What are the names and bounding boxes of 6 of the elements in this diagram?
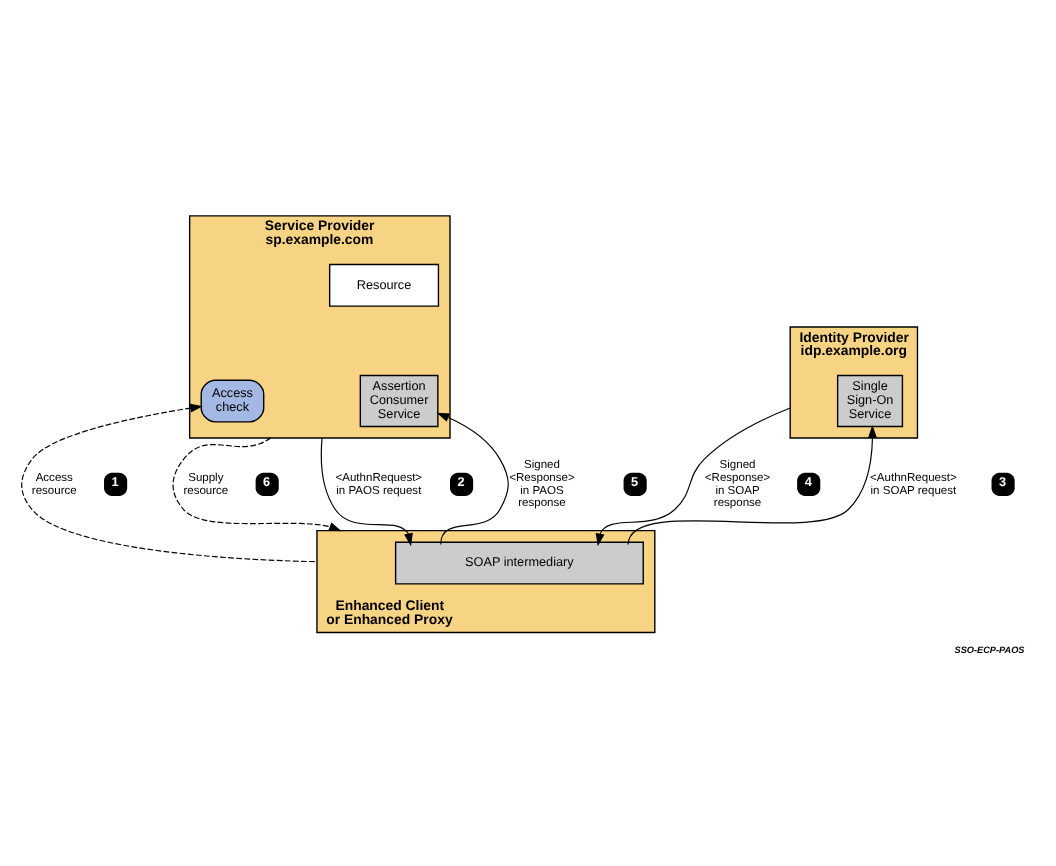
arrow: [595, 406, 791, 546]
arrow: [320, 436, 413, 546]
arrow: [172, 436, 342, 531]
arrow: [21, 402, 318, 562]
arrow: [627, 424, 877, 545]
arrow: [436, 411, 509, 545]
